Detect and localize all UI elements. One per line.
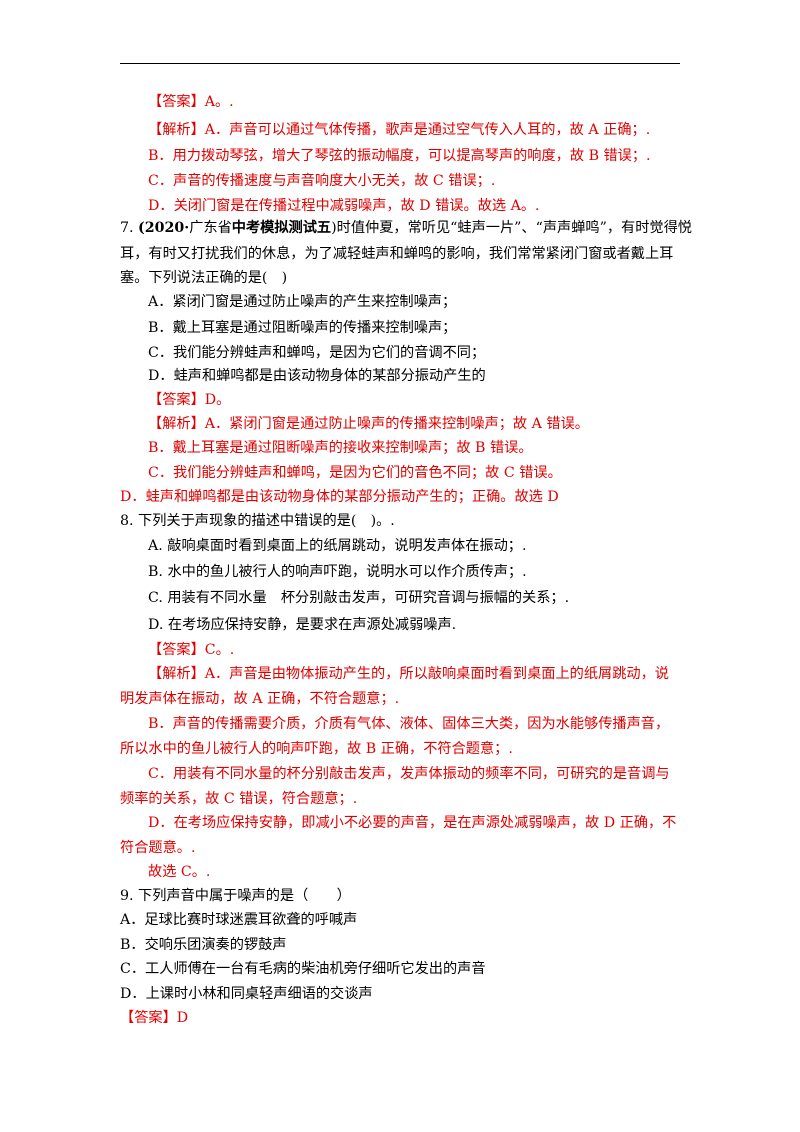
question-source-region: 广东省 (189, 220, 232, 236)
option-d: D．上课时小林和同桌轻声细语的交谈声 (120, 986, 373, 1002)
question-stem-line: 塞。下列说法正确的是( ) (120, 270, 288, 286)
analysis-line: 符合题意。. (120, 840, 196, 856)
analysis-line: D．在考场应保持安静，即减小不必要的声音，是在声源处减弱噪声，故 D 正确，不 (148, 815, 677, 831)
analysis-line: 【解析】A．声音是由物体振动产生的，所以敲响桌面时看到桌面上的纸屑跳动，说 (148, 666, 669, 682)
analysis-line: B．声音的传播需要介质，介质有气体、液体、固体三大类，因为水能够传播声音， (148, 716, 670, 732)
analysis-line: 【解析】A．声音可以通过气体传播，歌声是通过空气传入人耳的，故 A 正确；. (148, 122, 651, 138)
option-a: A．紧闭门窗是通过防止噪声的产生来控制噪声； (148, 294, 457, 310)
analysis-line: D．蛙声和蝉鸣都是由该动物身体的某部分振动产生的；正确。故选 D (120, 489, 559, 505)
option-a: A．足球比赛时球迷震耳欲聋的呼喊声 (120, 912, 358, 928)
answer-line: 【答案】D。 (148, 392, 231, 408)
question-number: 7. (120, 220, 139, 236)
analysis-line: C．我们能分辨蛙声和蝉鸣，是因为它们的音色不同；故 C 错误。 (148, 465, 562, 481)
option-d: D．蛙声和蝉鸣都是由该动物身体的某部分振动产生的 (148, 368, 486, 384)
header-rule (120, 63, 680, 64)
conclusion-line: 故选 C。. (148, 864, 211, 880)
option-d: D. 在考场应保持安静，是要求在声源处减弱噪声. (148, 617, 457, 633)
question-stem-line: 耳，有时又打扰我们的休息，为了减轻蛙声和蝉鸣的影响，我们常常紧闭门窗或者戴上耳 (120, 246, 674, 262)
option-a: A. 敲响桌面时看到桌面上的纸屑跳动，说明发声体在振动；. (148, 538, 527, 554)
analysis-line: B．用力拨动琴弦，增大了琴弦的振动幅度，可以提高琴声的响度，故 B 错误；. (148, 148, 651, 164)
analysis-line: C．用装有不同水量的杯分别敲击发声，发声体振动的频率不同，可研究的是音调与 (148, 766, 670, 782)
analysis-line: 明发声体在振动，故 A 正确，不符合题意；. (120, 691, 400, 707)
option-b: B. 水中的鱼儿被行人的响声吓跑，说明水可以作介质传声；. (148, 564, 527, 580)
analysis-line: 【解析】A．紧闭门窗是通过防止噪声的传播来控制噪声；故 A 错误。 (148, 416, 589, 432)
analysis-line: C．声音的传播速度与声音响度大小无关，故 C 错误；. (148, 173, 496, 189)
answer-line: 【答案】C。. (148, 642, 235, 658)
question-9-title: 9. 下列声音中属于噪声的是（ ） (120, 888, 351, 904)
option-b: B．交响乐团演奏的锣鼓声 (120, 937, 287, 953)
option-c: C．我们能分辨蛙声和蝉鸣，是因为它们的音调不同； (148, 345, 486, 361)
question-source-exam: 中考模拟测试五 (231, 220, 332, 236)
option-c: C. 用装有不同水量 杯分别敲击发声，可研究音调与振幅的关系；. (148, 590, 570, 606)
option-c: C．工人师傅在一台有毛病的柴油机旁仔细听它发出的声音 (120, 961, 486, 977)
question-year: (2020· (138, 220, 190, 236)
answer-line: 【答案】D (120, 1010, 189, 1026)
question-7-title: 7. (2020·广东省中考模拟测试五)时值仲夏，常听见“蛙声一片”、“声声蝉鸣… (120, 218, 692, 238)
answer-line: 【答案】A。. (148, 94, 234, 110)
question-stem: )时值仲夏，常听见“蛙声一片”、“声声蝉鸣”，有时觉得悦 (331, 220, 692, 236)
analysis-line: B．戴上耳塞是通过阻断噪声的接收来控制噪声；故 B 错误。 (148, 440, 533, 456)
analysis-line: 所以水中的鱼儿被行人的响声吓跑，故 B 正确，不符合题意；. (120, 741, 513, 757)
question-8-title: 8. 下列关于声现象的描述中错误的是( )。. (120, 513, 395, 529)
analysis-line: 频率的关系，故 C 错误，符合题意；. (120, 791, 358, 807)
option-b: B．戴上耳塞是通过阻断噪声的传播来控制噪声； (148, 320, 457, 336)
analysis-line: D．关闭门窗是在传播过程中减弱噪声，故 D 错误。故选 A。. (148, 198, 540, 214)
